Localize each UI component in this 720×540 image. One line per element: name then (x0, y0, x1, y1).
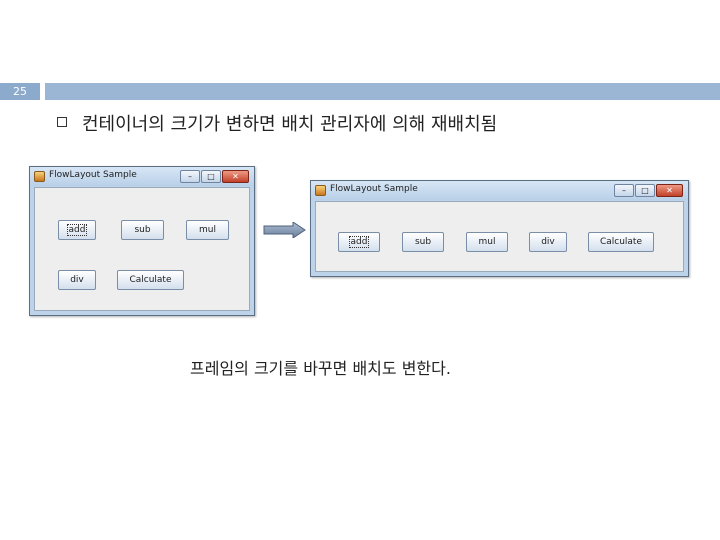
close-button[interactable]: ✕ (222, 170, 249, 183)
java-app-icon (34, 171, 45, 182)
maximize-button[interactable]: □ (201, 170, 221, 183)
right-arrow-icon (263, 222, 306, 238)
add-button[interactable]: add (58, 220, 96, 240)
title-bar[interactable] (311, 181, 688, 200)
minimize-button[interactable]: – (180, 170, 200, 183)
square-bullet-icon (57, 117, 67, 127)
window-title: FlowLayout Sample (330, 184, 418, 194)
maximize-button[interactable]: □ (635, 184, 655, 197)
add-button[interactable]: add (338, 232, 380, 252)
caption: 프레임의 크기를 바꾸면 배치도 변한다. (190, 359, 451, 378)
sub-button[interactable]: sub (402, 232, 444, 252)
sub-button[interactable]: sub (121, 220, 164, 240)
calculate-button[interactable]: Calculate (117, 270, 184, 290)
bullet-text: 컨테이너의 크기가 변하면 배치 관리자에 의해 재배치됨 (82, 114, 498, 135)
div-button[interactable]: div (529, 232, 567, 252)
window-controls: – □ ✕ (180, 170, 249, 183)
page-number-bar (0, 83, 40, 100)
window-small: FlowLayout Sample – □ ✕ add sub mul div … (29, 166, 255, 316)
java-app-icon (315, 185, 326, 196)
mul-button[interactable]: mul (466, 232, 508, 252)
page-number: 25 (13, 85, 27, 98)
header-bar (45, 83, 720, 100)
window-title: FlowLayout Sample (49, 170, 137, 180)
window-large: FlowLayout Sample – □ ✕ add sub mul div … (310, 180, 689, 277)
close-button[interactable]: ✕ (656, 184, 683, 197)
div-button[interactable]: div (58, 270, 96, 290)
window-controls: – □ ✕ (614, 184, 683, 197)
content-pane: add sub mul div Calculate (34, 187, 250, 311)
mul-button[interactable]: mul (186, 220, 229, 240)
calculate-button[interactable]: Calculate (588, 232, 654, 252)
content-pane: add sub mul div Calculate (315, 201, 684, 272)
minimize-button[interactable]: – (614, 184, 634, 197)
